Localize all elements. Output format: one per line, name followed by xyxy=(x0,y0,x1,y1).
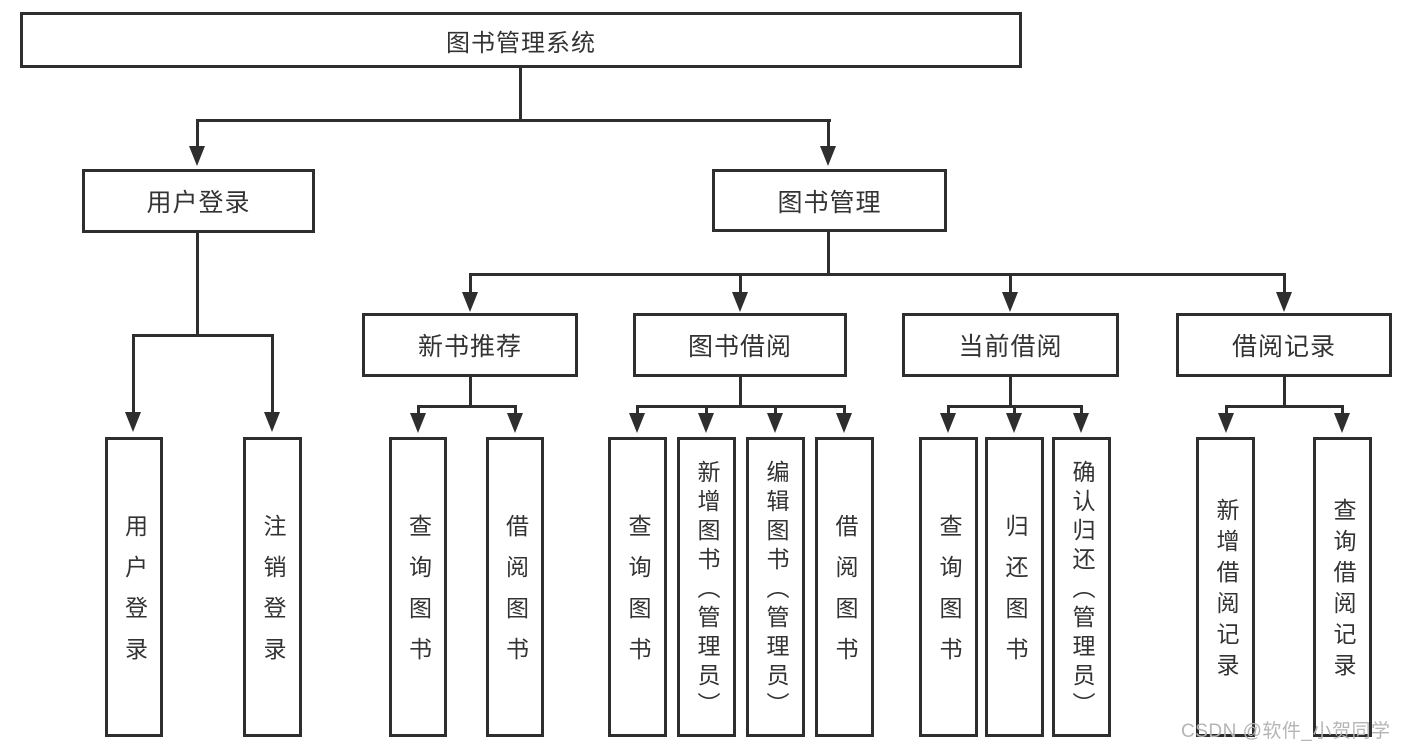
line-leaf-logout-drop xyxy=(271,334,274,412)
leaf-logout: 注销登录 xyxy=(243,437,302,737)
leaf-records-add-record-label: 新增借阅记录 xyxy=(1213,498,1239,684)
leaf-recommend-query-book-label: 查询图书 xyxy=(405,514,432,678)
node-library-management-system: 图书管理系统 xyxy=(20,12,1022,68)
leaf-current-query-book-label: 查询图书 xyxy=(936,514,962,678)
leaf-current-confirm-return-admin: 确认归还（管理员） xyxy=(1052,437,1111,737)
line-root-stub xyxy=(519,68,522,119)
node-borrowing-records: 借阅记录 xyxy=(1176,313,1392,377)
line-borrowing-borrow-drop xyxy=(843,405,846,414)
leaf-borrowing-query-book: 查询图书 xyxy=(608,437,667,737)
line-borrowing-query-drop xyxy=(636,405,639,414)
leaf-records-add-record: 新增借阅记录 xyxy=(1196,437,1255,737)
line-recommend-query-drop xyxy=(417,405,420,414)
line-current-query-drop xyxy=(947,405,950,414)
line-current-stub xyxy=(1009,377,1012,405)
leaf-borrowing-borrow-book: 借阅图书 xyxy=(815,437,874,737)
line-book-borrowing-drop xyxy=(739,273,742,293)
line-recommend-stub xyxy=(469,377,472,405)
arrow-to-current-return-book xyxy=(1006,413,1022,433)
line-new-book-drop xyxy=(469,273,472,293)
arrow-to-recommend-borrow-book xyxy=(507,413,523,433)
line-user-login-drop xyxy=(196,119,199,147)
line-records-branch xyxy=(1225,405,1344,408)
line-current-return-drop xyxy=(1013,405,1016,414)
line-records-query-drop xyxy=(1341,405,1344,414)
line-records-stub xyxy=(1283,377,1286,405)
arrow-to-new-book-recommendation xyxy=(462,292,478,312)
leaf-borrowing-edit-book-admin: 编辑图书（管理员） xyxy=(746,437,805,737)
line-level2-branch xyxy=(196,119,831,122)
arrow-to-borrowing-records xyxy=(1276,292,1292,312)
leaf-borrowing-edit-book-admin-label: 编辑图书（管理员） xyxy=(763,459,789,721)
leaf-recommend-borrow-book: 借阅图书 xyxy=(486,437,544,737)
line-borrowing-add-drop xyxy=(705,405,708,414)
line-leaf-user-login-drop xyxy=(132,334,135,412)
node-user-login-branch: 用户登录 xyxy=(82,169,315,233)
line-borrowing-edit-drop xyxy=(774,405,777,414)
line-level3-branch xyxy=(469,273,1286,276)
arrow-to-borrowing-add-book xyxy=(698,413,714,433)
arrow-to-current-query-book xyxy=(940,413,956,433)
leaf-current-query-book: 查询图书 xyxy=(919,437,978,737)
leaf-user-login: 用户登录 xyxy=(105,437,163,737)
leaf-user-login-label: 用户登录 xyxy=(121,514,148,678)
leaf-records-query-record: 查询借阅记录 xyxy=(1313,437,1372,737)
arrow-to-book-management xyxy=(820,146,836,166)
line-records-add-drop xyxy=(1225,405,1228,414)
line-borrowing-branch xyxy=(636,405,845,408)
arrow-to-borrowing-edit-book xyxy=(767,413,783,433)
line-borrowing-records-drop xyxy=(1283,273,1286,293)
line-borrowing-stub xyxy=(739,377,742,405)
leaf-logout-label: 注销登录 xyxy=(260,514,286,678)
node-current-borrowing: 当前借阅 xyxy=(902,313,1119,377)
arrow-to-current-borrowing xyxy=(1002,292,1018,312)
leaf-current-confirm-return-admin-label: 确认归还（管理员） xyxy=(1069,459,1095,721)
arrow-to-records-query-record xyxy=(1334,413,1350,433)
line-recommend-branch xyxy=(417,405,517,408)
leaf-borrowing-query-book-label: 查询图书 xyxy=(625,514,651,678)
node-book-management: 图书管理 xyxy=(712,169,947,232)
line-book-management-drop xyxy=(827,119,830,147)
arrow-to-current-confirm-return xyxy=(1073,413,1089,433)
arrow-to-records-add-record xyxy=(1218,413,1234,433)
arrow-to-borrowing-query-book xyxy=(629,413,645,433)
line-current-confirm-drop xyxy=(1080,405,1083,414)
csdn-watermark: CSDN @软件_小贺同学 xyxy=(1181,721,1391,742)
leaf-records-query-record-label: 查询借阅记录 xyxy=(1330,498,1356,684)
line-user-login-stub xyxy=(196,233,199,334)
line-current-borrowing-drop xyxy=(1009,273,1012,293)
arrow-to-borrowing-borrow-book xyxy=(836,413,852,433)
arrow-to-user-login xyxy=(189,146,205,166)
node-new-book-recommendation: 新书推荐 xyxy=(362,313,578,377)
arrow-to-book-borrowing xyxy=(732,292,748,312)
arrow-to-leaf-logout xyxy=(264,412,280,432)
leaf-current-return-book-label: 归还图书 xyxy=(1002,514,1028,678)
line-book-management-stub xyxy=(827,232,830,273)
leaf-current-return-book: 归还图书 xyxy=(985,437,1044,737)
leaf-borrowing-add-book-admin: 新增图书（管理员） xyxy=(677,437,736,737)
arrow-to-leaf-user-login xyxy=(125,412,141,432)
leaf-borrowing-borrow-book-label: 借阅图书 xyxy=(832,514,858,678)
arrow-to-recommend-query-book xyxy=(410,413,426,433)
leaf-recommend-borrow-book-label: 借阅图书 xyxy=(502,514,529,678)
leaf-borrowing-add-book-admin-label: 新增图书（管理员） xyxy=(694,459,720,721)
node-book-borrowing: 图书借阅 xyxy=(633,313,847,377)
line-recommend-borrow-drop xyxy=(514,405,517,414)
line-user-login-branch xyxy=(132,334,274,337)
leaf-recommend-query-book: 查询图书 xyxy=(389,437,447,737)
